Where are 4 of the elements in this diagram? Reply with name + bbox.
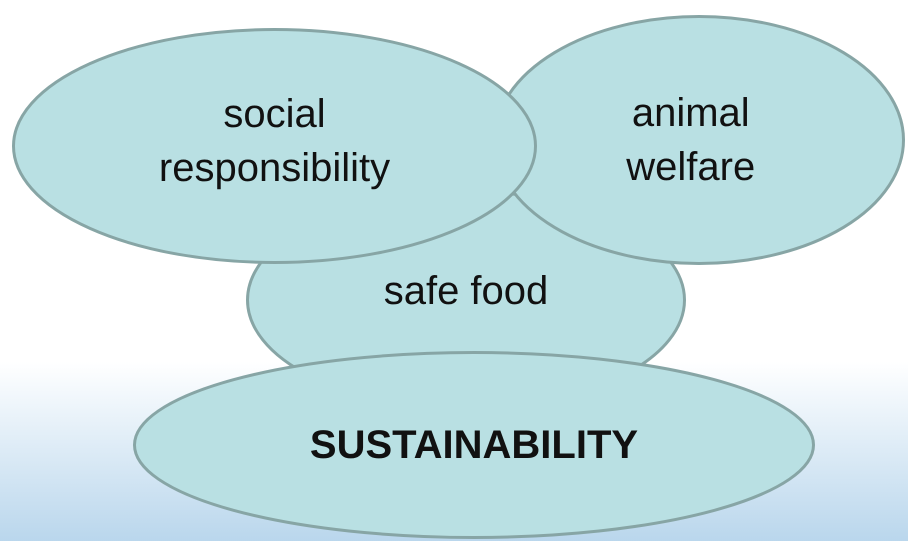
node-label: safe food	[382, 268, 550, 316]
node-label: social responsibility	[158, 91, 392, 192]
node-label: SUSTAINABILITY	[308, 422, 640, 469]
node-label: animal welfare	[625, 90, 756, 191]
